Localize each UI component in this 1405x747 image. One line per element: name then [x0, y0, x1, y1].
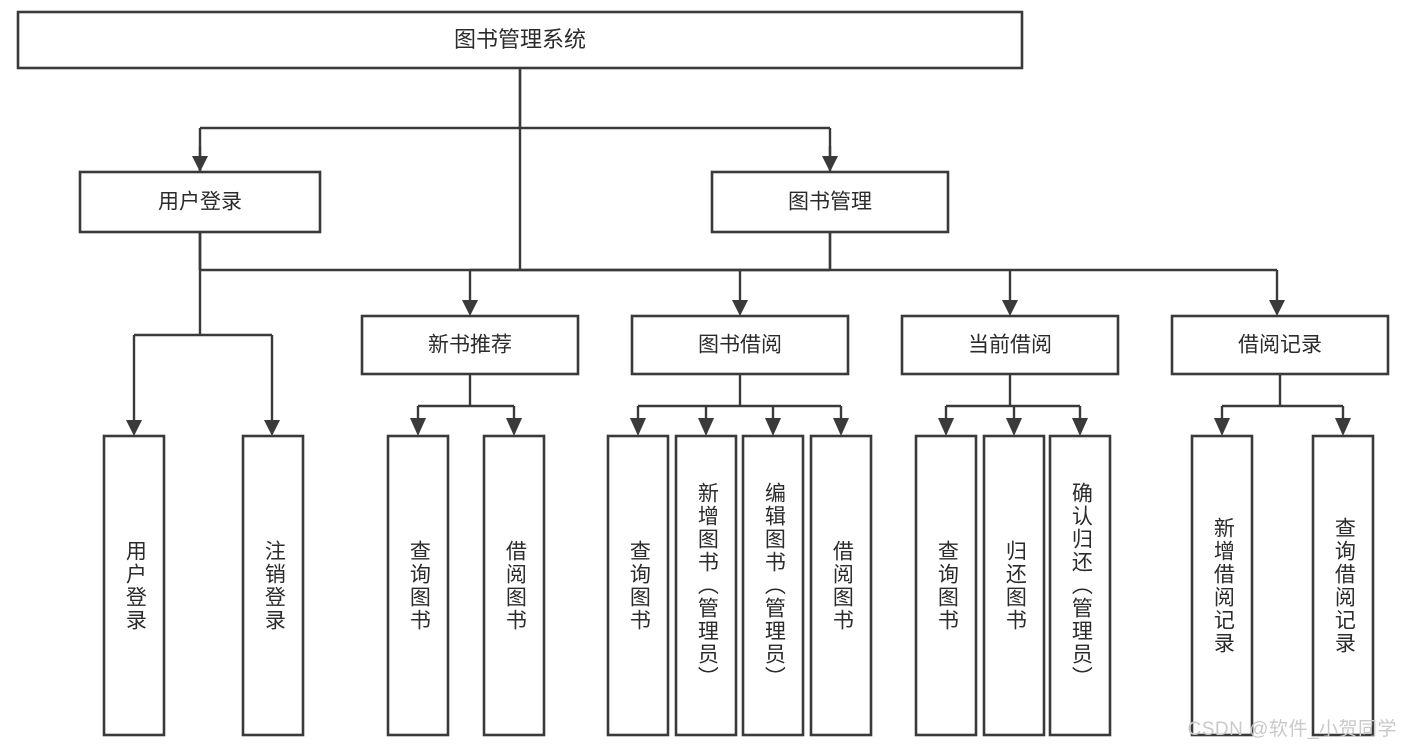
- leaf-box[interactable]: [809, 434, 873, 737]
- arrow-to-leaf: [1072, 418, 1088, 436]
- leaf-book-borrow-4[interactable]: [809, 434, 873, 737]
- csdn-watermark: CSDN @软件_小贺同学: [1187, 719, 1397, 740]
- node-book-manage-label: 图书管理: [788, 191, 872, 214]
- leaf-current-borrow-1[interactable]: [914, 434, 978, 737]
- node-current-borrow[interactable]: 当前借阅: [900, 314, 1120, 376]
- node-book-borrow-label: 图书借阅: [698, 334, 782, 357]
- leaf-box[interactable]: [674, 434, 738, 737]
- node-new-book-recommend-label: 新书推荐: [428, 334, 512, 357]
- leaf-box[interactable]: [1190, 434, 1254, 737]
- leaf-current-borrow-3[interactable]: [1048, 434, 1112, 737]
- node-current-borrow-label: 当前借阅: [968, 334, 1052, 357]
- node-user-login-label: 用户登录: [158, 191, 242, 214]
- arrow-to-leaf: [765, 418, 781, 436]
- leaf-book-borrow-2[interactable]: [674, 434, 738, 737]
- leaf-box[interactable]: [241, 434, 305, 737]
- leaf-book-borrow-1[interactable]: [606, 434, 670, 737]
- leaf-box[interactable]: [914, 434, 978, 737]
- node-user-login[interactable]: 用户登录: [78, 170, 322, 234]
- arrow-to-leaf: [630, 418, 646, 436]
- arrow-to-leaf: [1006, 418, 1022, 436]
- arrow-to-leaf: [1335, 418, 1351, 436]
- arrow-to-new-book-recommend: [462, 300, 478, 316]
- leaf-user-login-2[interactable]: [241, 434, 305, 737]
- node-borrow-record[interactable]: 借阅记录: [1170, 314, 1390, 376]
- arrow-to-borrow-record: [1269, 300, 1285, 316]
- leaf-user-login-1[interactable]: [102, 434, 166, 737]
- leaf-box[interactable]: [102, 434, 166, 737]
- connectors: [126, 68, 1351, 436]
- leaf-current-borrow-2[interactable]: [982, 434, 1046, 737]
- node-new-book-recommend-box[interactable]: [360, 314, 580, 376]
- leaf-box[interactable]: [1311, 434, 1375, 737]
- leaf-new-book-1[interactable]: [386, 434, 450, 737]
- leaf-box[interactable]: [606, 434, 670, 737]
- connector-root-to-level2: [198, 68, 832, 272]
- node-root-label: 图书管理系统: [454, 27, 586, 52]
- arrow-to-current-borrow: [1002, 300, 1018, 316]
- node-current-borrow-box[interactable]: [900, 314, 1120, 376]
- arrow-to-book-manage: [822, 156, 838, 172]
- leaf-book-borrow-3[interactable]: [741, 434, 805, 737]
- node-user-login-box[interactable]: [78, 170, 322, 234]
- node-new-book-recommend[interactable]: 新书推荐: [360, 314, 580, 376]
- leaf-box[interactable]: [482, 434, 546, 737]
- arrow-to-leaf: [126, 420, 142, 436]
- arrow-to-leaf: [833, 418, 849, 436]
- node-book-manage[interactable]: 图书管理: [710, 170, 950, 234]
- leaf-borrow-record-1[interactable]: [1190, 434, 1254, 737]
- arrow-to-user-login: [192, 156, 208, 172]
- arrow-to-leaf: [264, 420, 280, 436]
- node-book-borrow[interactable]: 图书借阅: [630, 314, 850, 376]
- leaf-box[interactable]: [386, 434, 450, 737]
- leaf-box[interactable]: [982, 434, 1046, 737]
- arrow-to-leaf: [938, 418, 954, 436]
- arrow-to-book-borrow: [732, 300, 748, 316]
- leaf-box[interactable]: [1048, 434, 1112, 737]
- node-root[interactable]: 图书管理系统: [16, 10, 1024, 70]
- leaf-box[interactable]: [741, 434, 805, 737]
- leaf-borrow-record-2[interactable]: [1311, 434, 1375, 737]
- arrow-to-leaf: [1214, 418, 1230, 436]
- node-borrow-record-label: 借阅记录: [1238, 334, 1322, 357]
- arrow-to-leaf: [410, 418, 426, 436]
- node-root-box[interactable]: [16, 10, 1024, 70]
- arrow-to-leaf: [506, 418, 522, 436]
- arrow-to-leaf: [698, 418, 714, 436]
- leaf-new-book-2[interactable]: [482, 434, 546, 737]
